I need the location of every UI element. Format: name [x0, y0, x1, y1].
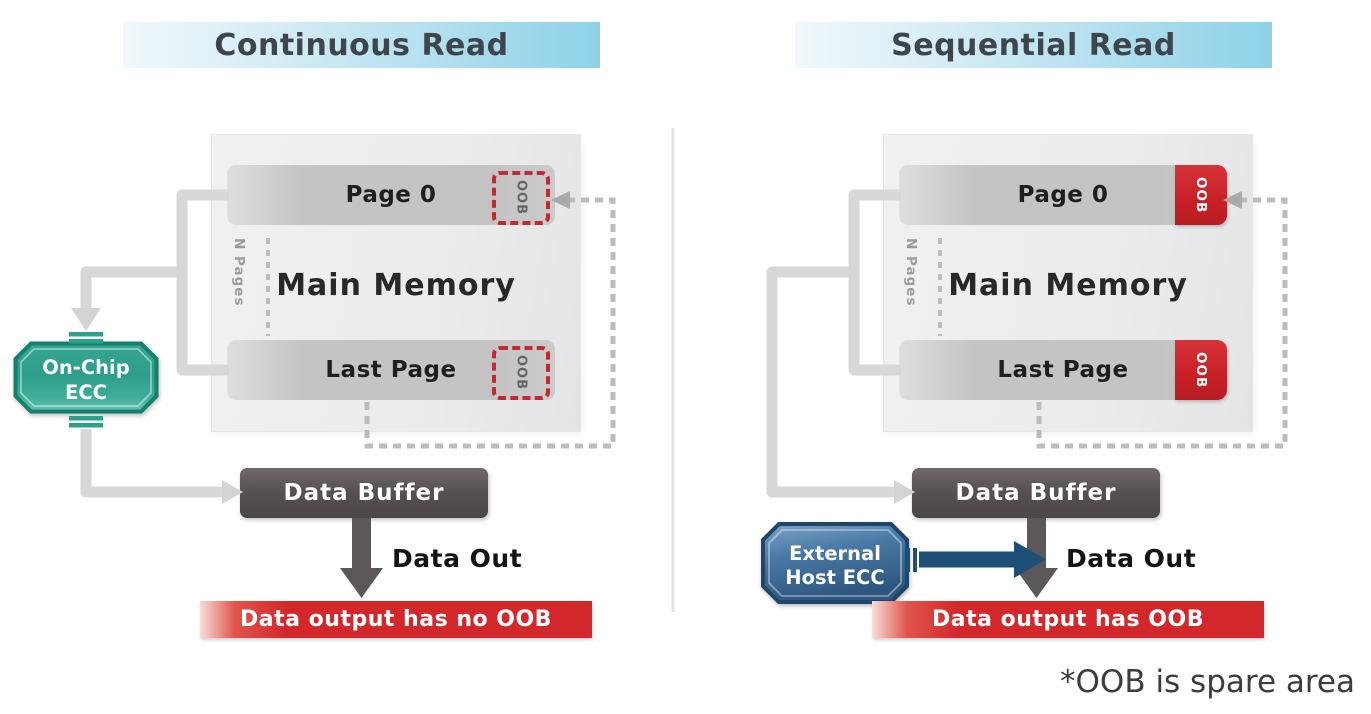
main-memory-text: Main Memory [948, 268, 1188, 303]
data-out-arrowhead [340, 568, 383, 598]
to-ecc-arrowhead [71, 308, 101, 331]
oob-label: OOB [1193, 351, 1209, 389]
octagon-shape [13, 341, 159, 414]
last-page-label: Last Page [325, 357, 457, 383]
ecc-badge-line2: Host ECC [785, 566, 884, 589]
panel-header-continuous: Continuous Read [123, 22, 600, 68]
data-out-arrow-shaft [1027, 518, 1046, 570]
oob-label: OOB [513, 180, 529, 216]
data-out-label-sequential: Data Out [1066, 544, 1196, 573]
data-out-text: Data Out [1066, 544, 1197, 573]
output-banner-continuous: Data output has no OOB [200, 601, 592, 638]
data-out-label-continuous: Data Out [392, 544, 522, 573]
data-buffer-sequential: Data Buffer [912, 468, 1160, 518]
external-host-ecc-badge: External Host ECC [761, 522, 909, 604]
oob-box-page0-continuous: OOB [492, 171, 550, 225]
main-memory-label-sequential: Main Memory [884, 268, 1252, 303]
on-chip-ecc-badge: On-Chip ECC [13, 341, 159, 414]
ecc-pin [69, 423, 103, 428]
main-memory-text: Main Memory [276, 268, 516, 303]
ecc-pin [69, 416, 103, 421]
panel-title: Sequential Read [891, 27, 1176, 63]
oob-label: OOB [513, 355, 529, 391]
oob-box-lastpage-sequential: OOB [1175, 340, 1227, 400]
data-out-arrowhead [1015, 568, 1058, 598]
ecc-badge-line2: ECC [65, 381, 107, 404]
page0-label: Page 0 [345, 182, 437, 208]
ecc-badge-line1: On-Chip [42, 356, 129, 379]
n-pages-label-sequential: N Pages [903, 238, 919, 340]
oob-label: OOB [1193, 176, 1209, 214]
output-banner-sequential: Data output has OOB [872, 601, 1264, 638]
oob-box-lastpage-continuous: OOB [492, 346, 550, 400]
host-ecc-arrow-shaft [919, 551, 1016, 568]
octagon-inner-line [20, 348, 152, 407]
to-ecc-pipe [80, 266, 182, 310]
panel-header-sequential: Sequential Read [795, 22, 1272, 68]
footnote-text: *OOB is spare area [1060, 664, 1355, 700]
page0-label: Page 0 [1017, 182, 1109, 208]
ecc-pin [69, 332, 103, 337]
last-page-label: Last Page [997, 357, 1129, 383]
oob-box-page0-sequential: OOB [1175, 165, 1227, 225]
banner-text: Data output has no OOB [240, 607, 552, 632]
n-pages-text: N Pages [903, 238, 919, 307]
octagon-inner-line [768, 529, 902, 597]
data-out-arrow-shaft [352, 518, 371, 570]
data-out-text: Data Out [392, 544, 523, 573]
ecc-badge-line1: External [789, 542, 881, 565]
n-pages-label-continuous: N Pages [231, 238, 247, 340]
data-buffer-continuous: Data Buffer [240, 468, 488, 518]
panel-title: Continuous Read [214, 27, 509, 63]
data-buffer-label: Data Buffer [283, 480, 445, 506]
main-memory-label-continuous: Main Memory [212, 268, 580, 303]
footnote-oob: *OOB is spare area [985, 664, 1355, 700]
to-buffer-pipe [766, 266, 894, 498]
host-ecc-arrowhead [1014, 541, 1046, 578]
banner-text: Data output has OOB [932, 607, 1204, 632]
data-buffer-label: Data Buffer [955, 480, 1117, 506]
host-ecc-pin [913, 548, 917, 572]
n-pages-text: N Pages [231, 238, 247, 307]
ecc-to-buffer-pipe [80, 429, 222, 498]
